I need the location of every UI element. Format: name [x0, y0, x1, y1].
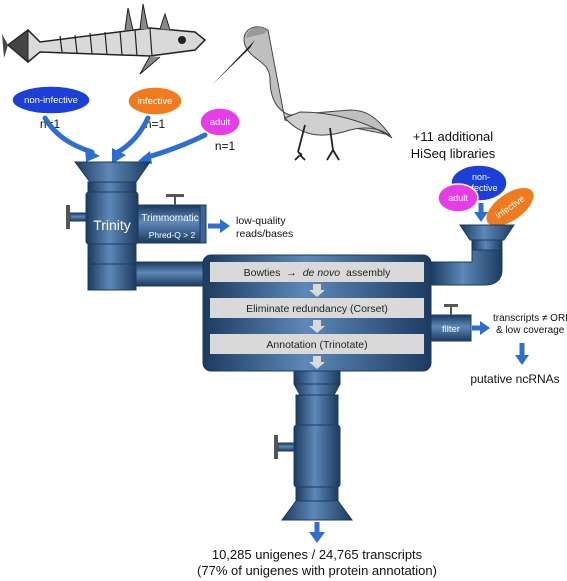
- trim-output-line2: reads/bases: [236, 228, 293, 240]
- bottom-funnel: [274, 370, 353, 521]
- hiseq-arrow: [474, 212, 488, 222]
- step-arrow: →: [286, 267, 297, 279]
- hiseq-title-line1: +11 additional: [413, 129, 493, 144]
- svg-text:infective: infective: [464, 183, 497, 193]
- step-down-arrow: [309, 320, 325, 333]
- input-label: infective: [138, 96, 173, 107]
- ncrna-arrow: [515, 355, 529, 365]
- input-count: n=1: [145, 117, 166, 131]
- heron-bird-icon: [212, 26, 393, 161]
- input-infective: infective: [127, 86, 183, 116]
- svg-text:Eliminate redundancy (Corset): Eliminate redundancy (Corset): [246, 303, 388, 315]
- trinity-label: Trinity: [93, 217, 131, 233]
- hiseq-funnel: [430, 224, 515, 286]
- filter-output-line2: & low coverage: [496, 325, 565, 336]
- hiseq-title-line2: HiSeq libraries: [411, 146, 496, 161]
- input-count: n=1: [215, 139, 236, 153]
- svg-text:Annotation (Trinotate): Annotation (Trinotate): [266, 339, 367, 351]
- result-arrow: [309, 532, 325, 543]
- ncrna-label: putative ncRNAs: [470, 372, 559, 386]
- trim-output-line1: low-quality: [236, 215, 286, 227]
- filter-label: filter: [442, 324, 460, 335]
- pipeline-step: Annotation (Trinotate): [210, 334, 424, 354]
- result-line2: (77% of unigenes with protein annotation…: [197, 563, 437, 578]
- input-label: non-infective: [24, 95, 78, 106]
- input-arrowheads: [85, 148, 152, 164]
- pipeline-step: Bowties → de novo assembly: [210, 262, 424, 282]
- svg-text:adult: adult: [448, 193, 468, 203]
- hiseq-bubble-infective: infective: [484, 186, 536, 228]
- step-pre: Bowties: [244, 267, 281, 279]
- trinity-funnel: [66, 161, 151, 291]
- step-italic: de novo: [303, 267, 341, 279]
- input-non-infective: non-infective: [11, 85, 91, 115]
- input-arrows: [42, 115, 208, 161]
- step-post: assembly: [346, 267, 391, 279]
- trimmomatic-param: Phred-Q > 2: [149, 230, 196, 240]
- stickleback-fish-icon: [2, 3, 207, 75]
- trim-output-arrow: [220, 219, 230, 233]
- svg-text:Bowties → de novo: Bowties → de novo assembly: [244, 267, 392, 279]
- trimmomatic-label: Trimmomatic: [141, 213, 198, 224]
- trimmomatic-box: [137, 194, 207, 244]
- filter-box: [430, 304, 472, 342]
- step-down-arrow: [309, 284, 325, 297]
- filter-output-arrow: [480, 321, 490, 335]
- input-label: adult: [210, 117, 231, 128]
- step-down-arrow: [309, 356, 325, 369]
- hiseq-bubble-adult: adult: [437, 183, 479, 213]
- filter-output-line1: transcripts ≠ ORF: [493, 313, 567, 324]
- result-line1: 10,285 unigenes / 24,765 transcripts: [212, 547, 423, 562]
- pipeline-step: Eliminate redundancy (Corset): [210, 298, 424, 318]
- left-pipe: [135, 261, 209, 287]
- input-adult: adult: [199, 107, 241, 137]
- svg-text:non-: non-: [472, 172, 490, 182]
